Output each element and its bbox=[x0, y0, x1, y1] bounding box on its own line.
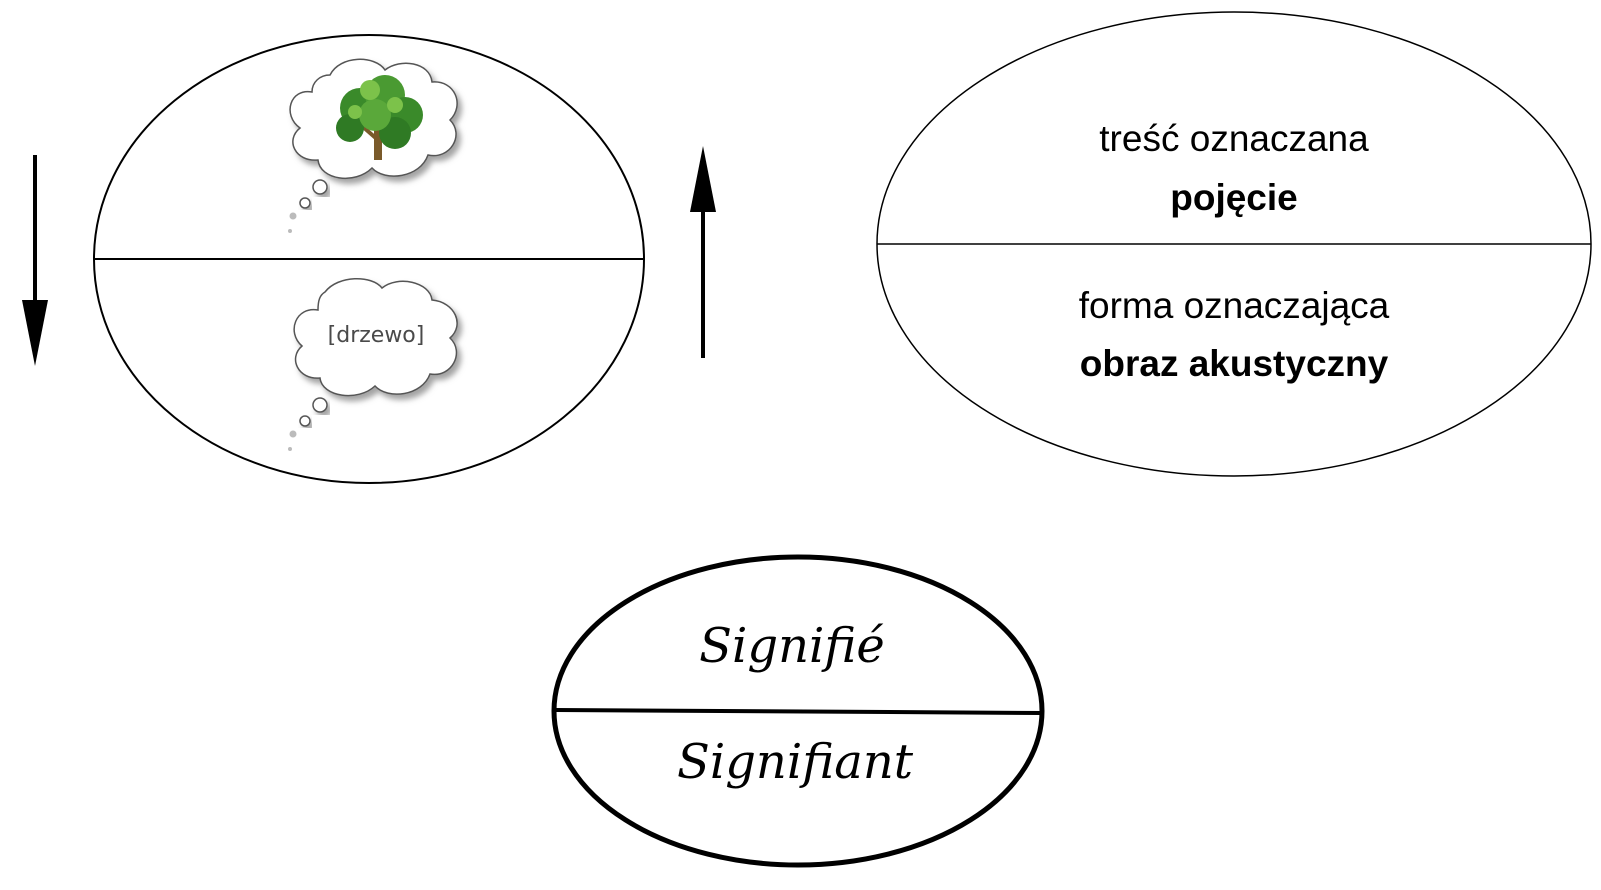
concept-label: pojęcie bbox=[1170, 177, 1298, 218]
signified-label: treść oznaczana bbox=[1099, 118, 1369, 159]
bottom-sign-diagram: Signifié Signifiant bbox=[551, 554, 1045, 868]
sound-image-thought-bubble: [drzewo] bbox=[288, 277, 458, 451]
signifier-label: forma oznaczająca bbox=[1079, 285, 1390, 326]
acoustic-image-label: obraz akustyczny bbox=[1080, 343, 1389, 384]
bottom-sign-divider bbox=[555, 708, 1043, 715]
signifie-label: Signifié bbox=[699, 618, 885, 674]
arrow-down-icon bbox=[22, 155, 48, 366]
sound-image-word: [drzewo] bbox=[328, 323, 425, 348]
left-sign-diagram: [drzewo] bbox=[22, 34, 716, 484]
tree-icon bbox=[336, 75, 423, 160]
right-sign-diagram: treść oznaczana pojęcie forma oznaczając… bbox=[876, 11, 1592, 477]
signifiant-label: Signifiant bbox=[677, 734, 914, 790]
arrow-up-icon bbox=[690, 146, 716, 358]
